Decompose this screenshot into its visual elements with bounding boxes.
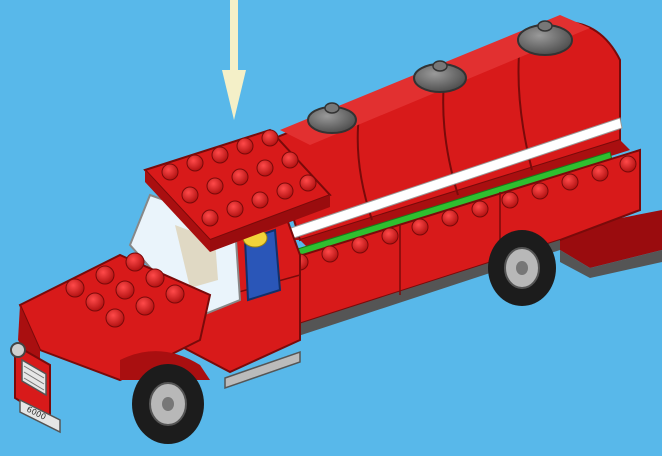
- rear-wheel: [488, 230, 556, 306]
- driver-minifigure: [243, 229, 280, 300]
- headlight: [11, 343, 25, 357]
